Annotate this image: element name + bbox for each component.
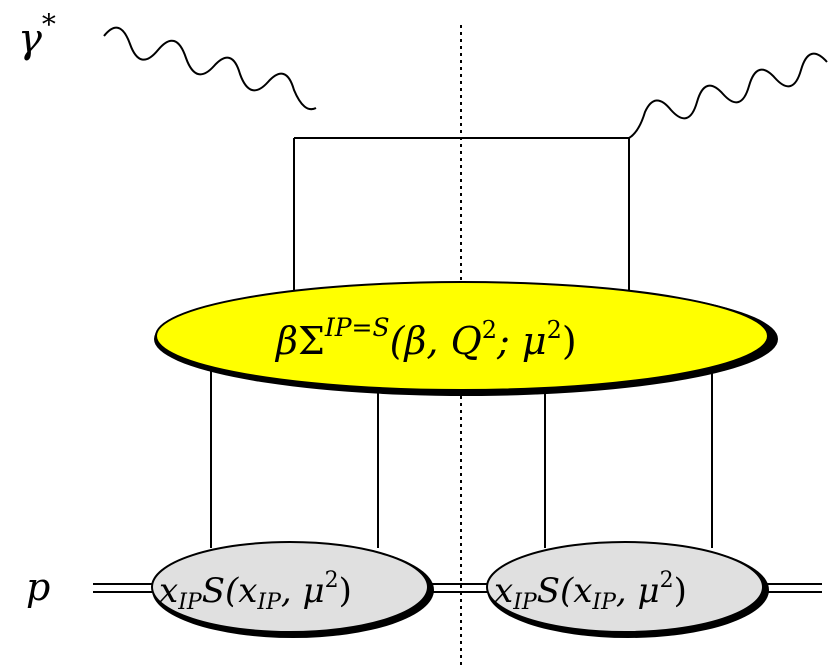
proton-line-right (766, 583, 822, 593)
right-blob-formula: xIPS(xIP, μ2) (494, 568, 687, 615)
proton-line-left (93, 583, 152, 593)
central-blob (154, 281, 778, 396)
left-blob-formula: xIPS(xIP, μ2) (159, 568, 352, 615)
photon-label: γ* (18, 8, 56, 62)
proton-line-middle (432, 583, 487, 593)
proton-label: p (26, 565, 50, 609)
central-blob-formula: βΣIP=S(β, Q2; μ2) (274, 313, 577, 363)
left-photon-line (103, 26, 317, 111)
left-blob (151, 541, 434, 638)
right-photon-line (628, 52, 828, 139)
right-blob (486, 541, 769, 638)
